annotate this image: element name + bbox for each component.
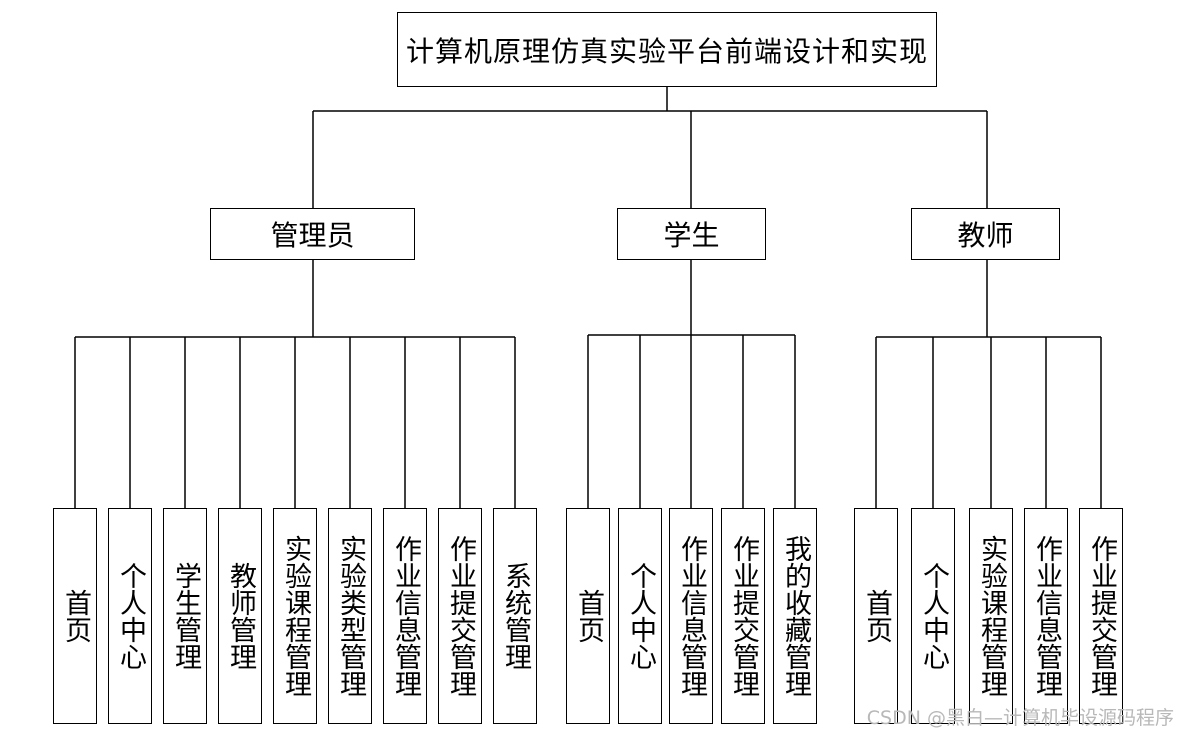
- leaf-node-label: 个人中心: [625, 562, 656, 670]
- leaf-node: 首页: [566, 508, 610, 724]
- leaf-node: 作业信息管理: [383, 508, 427, 724]
- leaf-node-label: 教师管理: [225, 562, 256, 670]
- leaf-node-label: 首页: [60, 589, 91, 643]
- leaf-node: 个人中心: [618, 508, 662, 724]
- leaf-node-label: 作业提交管理: [728, 535, 759, 697]
- leaf-node-label: 实验类型管理: [335, 535, 366, 697]
- role-node-label: 学生: [663, 219, 720, 252]
- leaf-node: 实验类型管理: [328, 508, 372, 724]
- leaf-node-label: 个人中心: [115, 562, 146, 670]
- leaf-node: 教师管理: [218, 508, 262, 724]
- root-node-label: 计算机原理仿真实验平台前端设计和实现: [405, 34, 928, 68]
- root-node: 计算机原理仿真实验平台前端设计和实现: [397, 12, 937, 87]
- leaf-node: 实验课程管理: [969, 508, 1013, 724]
- leaf-node: 作业信息管理: [669, 508, 713, 724]
- leaf-node: 首页: [53, 508, 97, 724]
- leaf-node: 实验课程管理: [273, 508, 317, 724]
- leaf-node-label: 实验课程管理: [280, 535, 311, 697]
- leaf-node-label: 作业信息管理: [676, 535, 707, 697]
- leaf-node: 学生管理: [163, 508, 207, 724]
- leaf-node: 个人中心: [911, 508, 955, 724]
- leaf-node: 作业提交管理: [438, 508, 482, 724]
- leaf-node-label: 首页: [573, 589, 604, 643]
- leaf-node: 首页: [854, 508, 898, 724]
- leaf-node: 作业信息管理: [1024, 508, 1068, 724]
- leaf-node-label: 系统管理: [500, 562, 531, 670]
- role-node-admin: 管理员: [210, 208, 415, 260]
- leaf-node: 个人中心: [108, 508, 152, 724]
- leaf-node-label: 作业信息管理: [1031, 535, 1062, 697]
- leaf-node-label: 作业信息管理: [390, 535, 421, 697]
- leaf-node-label: 作业提交管理: [1086, 535, 1117, 697]
- leaf-node-label: 作业提交管理: [445, 535, 476, 697]
- leaf-node-label: 个人中心: [918, 562, 949, 670]
- leaf-node: 系统管理: [493, 508, 537, 724]
- leaf-node: 作业提交管理: [721, 508, 765, 724]
- leaf-node: 作业提交管理: [1079, 508, 1123, 724]
- role-node-teacher: 教师: [911, 208, 1060, 260]
- role-node-label: 教师: [957, 219, 1014, 252]
- leaf-node-label: 实验课程管理: [976, 535, 1007, 697]
- leaf-node-label: 首页: [861, 589, 892, 643]
- role-node-label: 管理员: [270, 219, 355, 252]
- watermark: CSDN @黑白—计算机毕设源码程序: [866, 707, 1174, 729]
- leaf-node: 我的收藏管理: [773, 508, 817, 724]
- leaf-node-label: 学生管理: [170, 562, 201, 670]
- role-node-student: 学生: [617, 208, 766, 260]
- leaf-node-label: 我的收藏管理: [780, 535, 811, 697]
